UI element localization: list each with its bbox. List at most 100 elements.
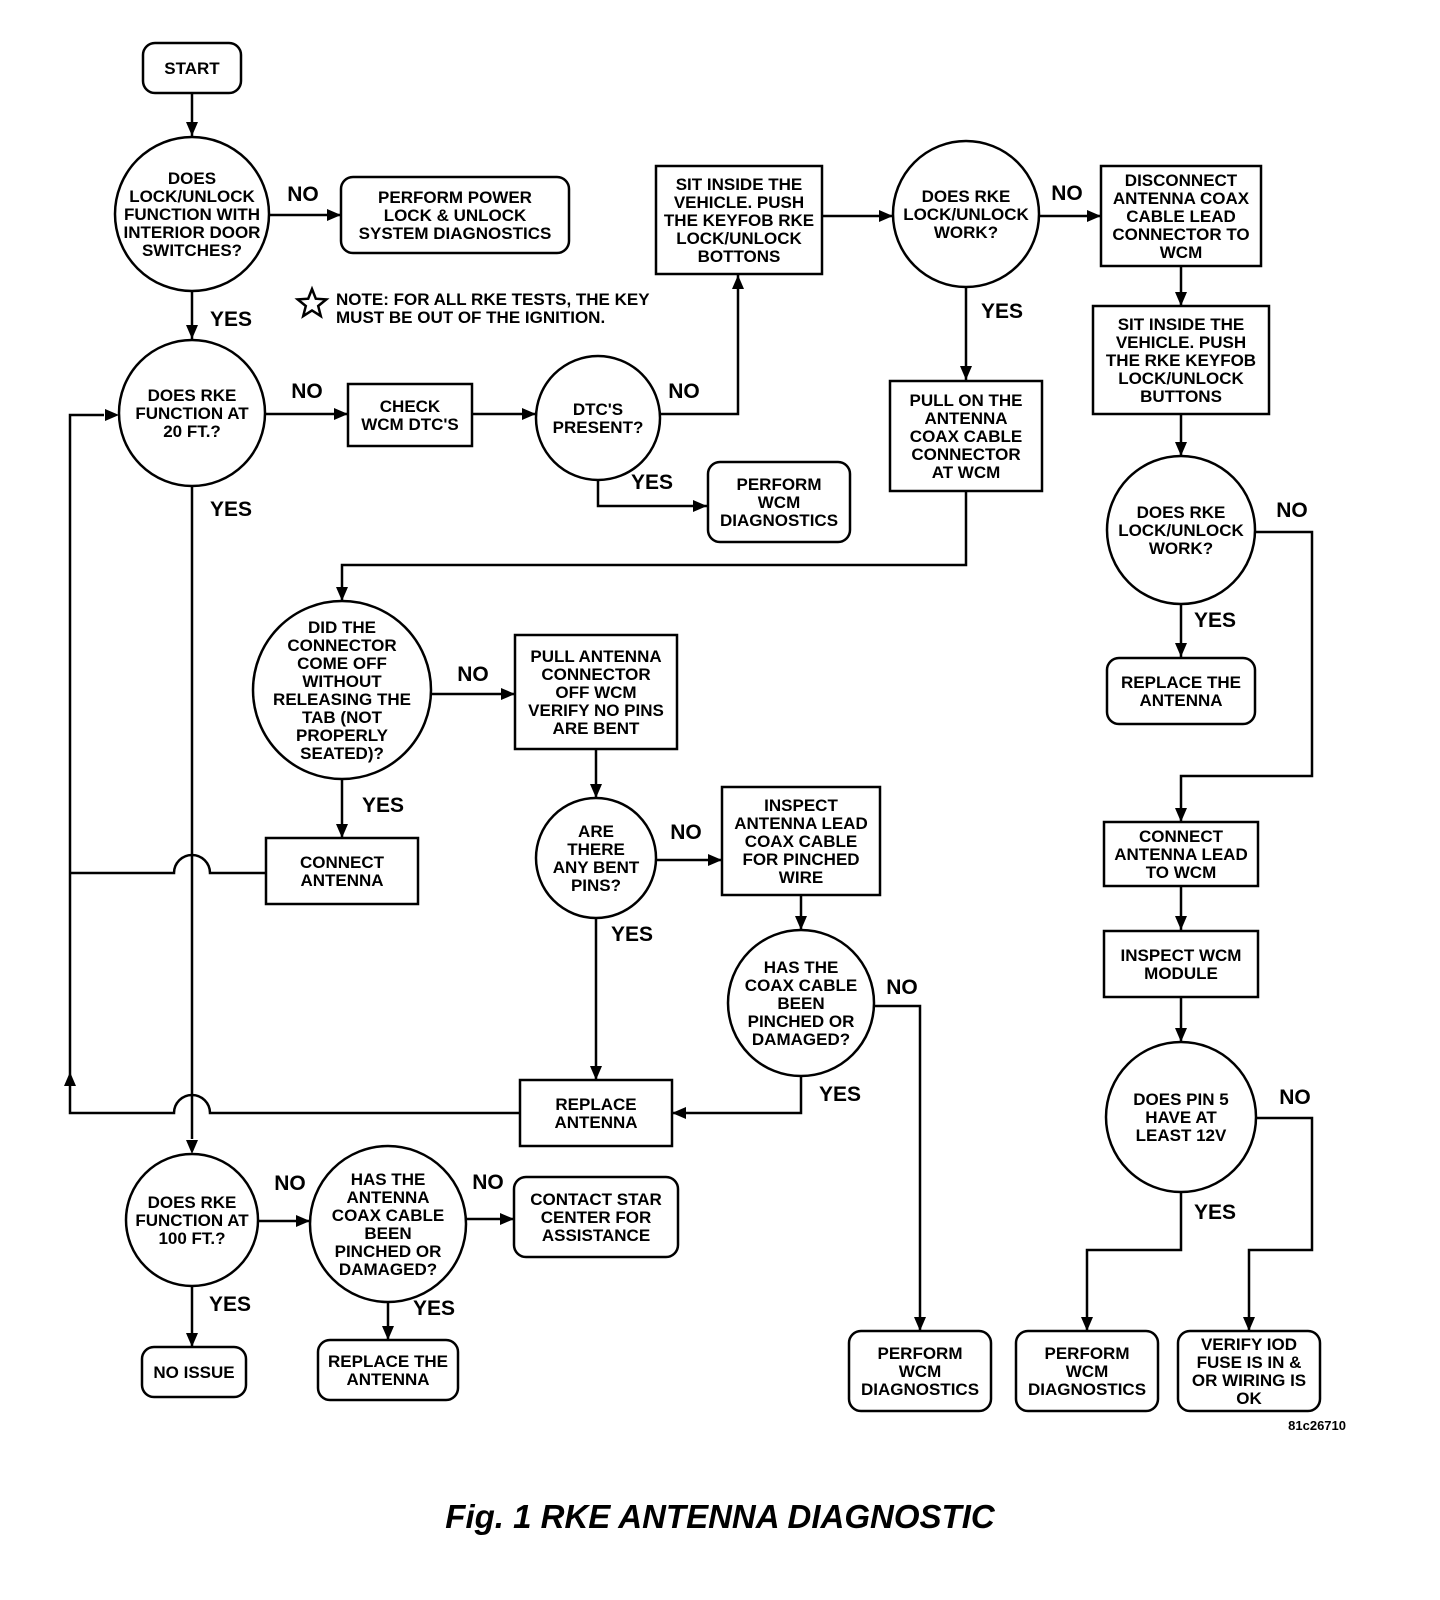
node-label: ANTENNA COAX — [1113, 189, 1250, 208]
node-label: DID THE — [308, 618, 376, 637]
node-label: PERFORM POWER — [378, 188, 532, 207]
node-label: CONNECT — [1139, 827, 1224, 846]
node-label: BOTTONS — [698, 247, 781, 266]
node-label: DIAGNOSTICS — [861, 1380, 979, 1399]
arrowhead — [732, 275, 744, 289]
node-label: FOR PINCHED — [742, 850, 859, 869]
node-label: PINCHED OR — [335, 1242, 442, 1261]
node-label: SEATED)? — [300, 744, 384, 763]
arrowhead — [1087, 210, 1101, 222]
node-label: COAX CABLE — [332, 1206, 444, 1225]
edge-label-yes: YES — [631, 471, 673, 494]
node-label: CONNECTOR — [287, 636, 396, 655]
node-label: VEHICLE. PUSH — [1116, 333, 1246, 352]
arrowhead — [672, 1107, 686, 1119]
arrowhead — [186, 1140, 198, 1154]
note: NOTE: FOR ALL RKE TESTS, THE KEY MUST BE… — [294, 285, 650, 327]
node-label: ANY BENT — [553, 858, 640, 877]
node-label: ANTENNA LEAD — [1114, 845, 1247, 864]
node-label: OFF WCM — [555, 683, 636, 702]
node-label: PRESENT? — [553, 418, 644, 437]
node-label: BEEN — [364, 1224, 411, 1243]
node-label: WCM — [899, 1362, 941, 1381]
edge-label-yes: YES — [1194, 1201, 1236, 1224]
node-label: COAX CABLE — [910, 427, 1022, 446]
node-label: PERFORM — [737, 475, 822, 494]
node-label: REPLACE THE — [1121, 673, 1241, 692]
node-label: HAS THE — [764, 958, 839, 977]
edge-label-yes: YES — [819, 1083, 861, 1106]
arrowhead — [795, 916, 807, 930]
node-label: OR WIRING IS — [1192, 1371, 1306, 1390]
edge-label-no: NO — [1276, 499, 1308, 522]
note-line-2: MUST BE OUT OF THE IGNITION. — [336, 308, 605, 327]
arrowhead — [522, 408, 536, 420]
arrowhead — [1175, 643, 1187, 657]
figure-code: 81c26710 — [1288, 1418, 1346, 1433]
arrowhead — [186, 325, 198, 339]
connector-line — [1247, 1116, 1314, 1331]
node-label: WCM DTC'S — [361, 415, 459, 434]
node-label: 20 FT.? — [163, 422, 221, 441]
node-label: DOES RKE — [1137, 503, 1226, 522]
edge-label-no: NO — [886, 976, 918, 999]
node-label: LOCK & UNLOCK — [384, 206, 527, 225]
node-label: AT WCM — [932, 463, 1001, 482]
node-label: ANTENNA — [924, 409, 1007, 428]
node-label: WCM — [1160, 243, 1202, 262]
node-label: CENTER FOR — [541, 1208, 652, 1227]
node-label: SIT INSIDE THE — [676, 175, 803, 194]
node-start: START — [141, 41, 243, 95]
edge-label-no: NO — [1279, 1086, 1311, 1109]
arrowhead — [1175, 292, 1187, 306]
node-label: DOES RKE — [148, 1193, 237, 1212]
arrowhead — [1175, 916, 1187, 930]
node-label: ANTENNA LEAD — [734, 814, 867, 833]
node-label: CHECK — [380, 397, 441, 416]
arrowhead — [1243, 1317, 1255, 1331]
node-label: THE RKE KEYFOB — [1106, 351, 1256, 370]
node-label: LOCK/UNLOCK — [1118, 521, 1244, 540]
star-icon — [294, 285, 330, 319]
edge-label-no: NO — [287, 183, 319, 206]
node-label: PINCHED OR — [748, 1012, 855, 1031]
arrowhead — [327, 209, 341, 221]
arrowhead — [708, 854, 722, 866]
node-label: ASSISTANCE — [542, 1226, 650, 1245]
node-label: WCM — [1066, 1362, 1108, 1381]
node-label: LOCK/UNLOCK — [1118, 369, 1244, 388]
node-label: SIT INSIDE THE — [1118, 315, 1245, 334]
edge-label-no: NO — [291, 380, 323, 403]
node-label: SYSTEM DIAGNOSTICS — [359, 224, 552, 243]
connector-lines — [64, 94, 1314, 1347]
node-label: LEAST 12V — [1136, 1126, 1227, 1145]
connector-line — [1179, 530, 1314, 822]
node-label: DOES PIN 5 — [1133, 1090, 1228, 1109]
arrowhead — [914, 1317, 926, 1331]
node-label: 100 FT.? — [158, 1229, 225, 1248]
node-label: DTC'S — [573, 400, 623, 419]
connector-line — [672, 1076, 803, 1115]
edge-labels: NOYESNOYESNOYESNOYESYESNONOYESNOYESNOYES… — [209, 182, 1311, 1320]
edge-label-yes: YES — [210, 498, 252, 521]
edge-label-yes: YES — [210, 308, 252, 331]
arrowhead — [500, 1213, 514, 1225]
node-label: ANTENNA — [346, 1188, 429, 1207]
node-label: DAMAGED? — [339, 1260, 437, 1279]
node-label: ANTENNA — [1139, 691, 1222, 710]
